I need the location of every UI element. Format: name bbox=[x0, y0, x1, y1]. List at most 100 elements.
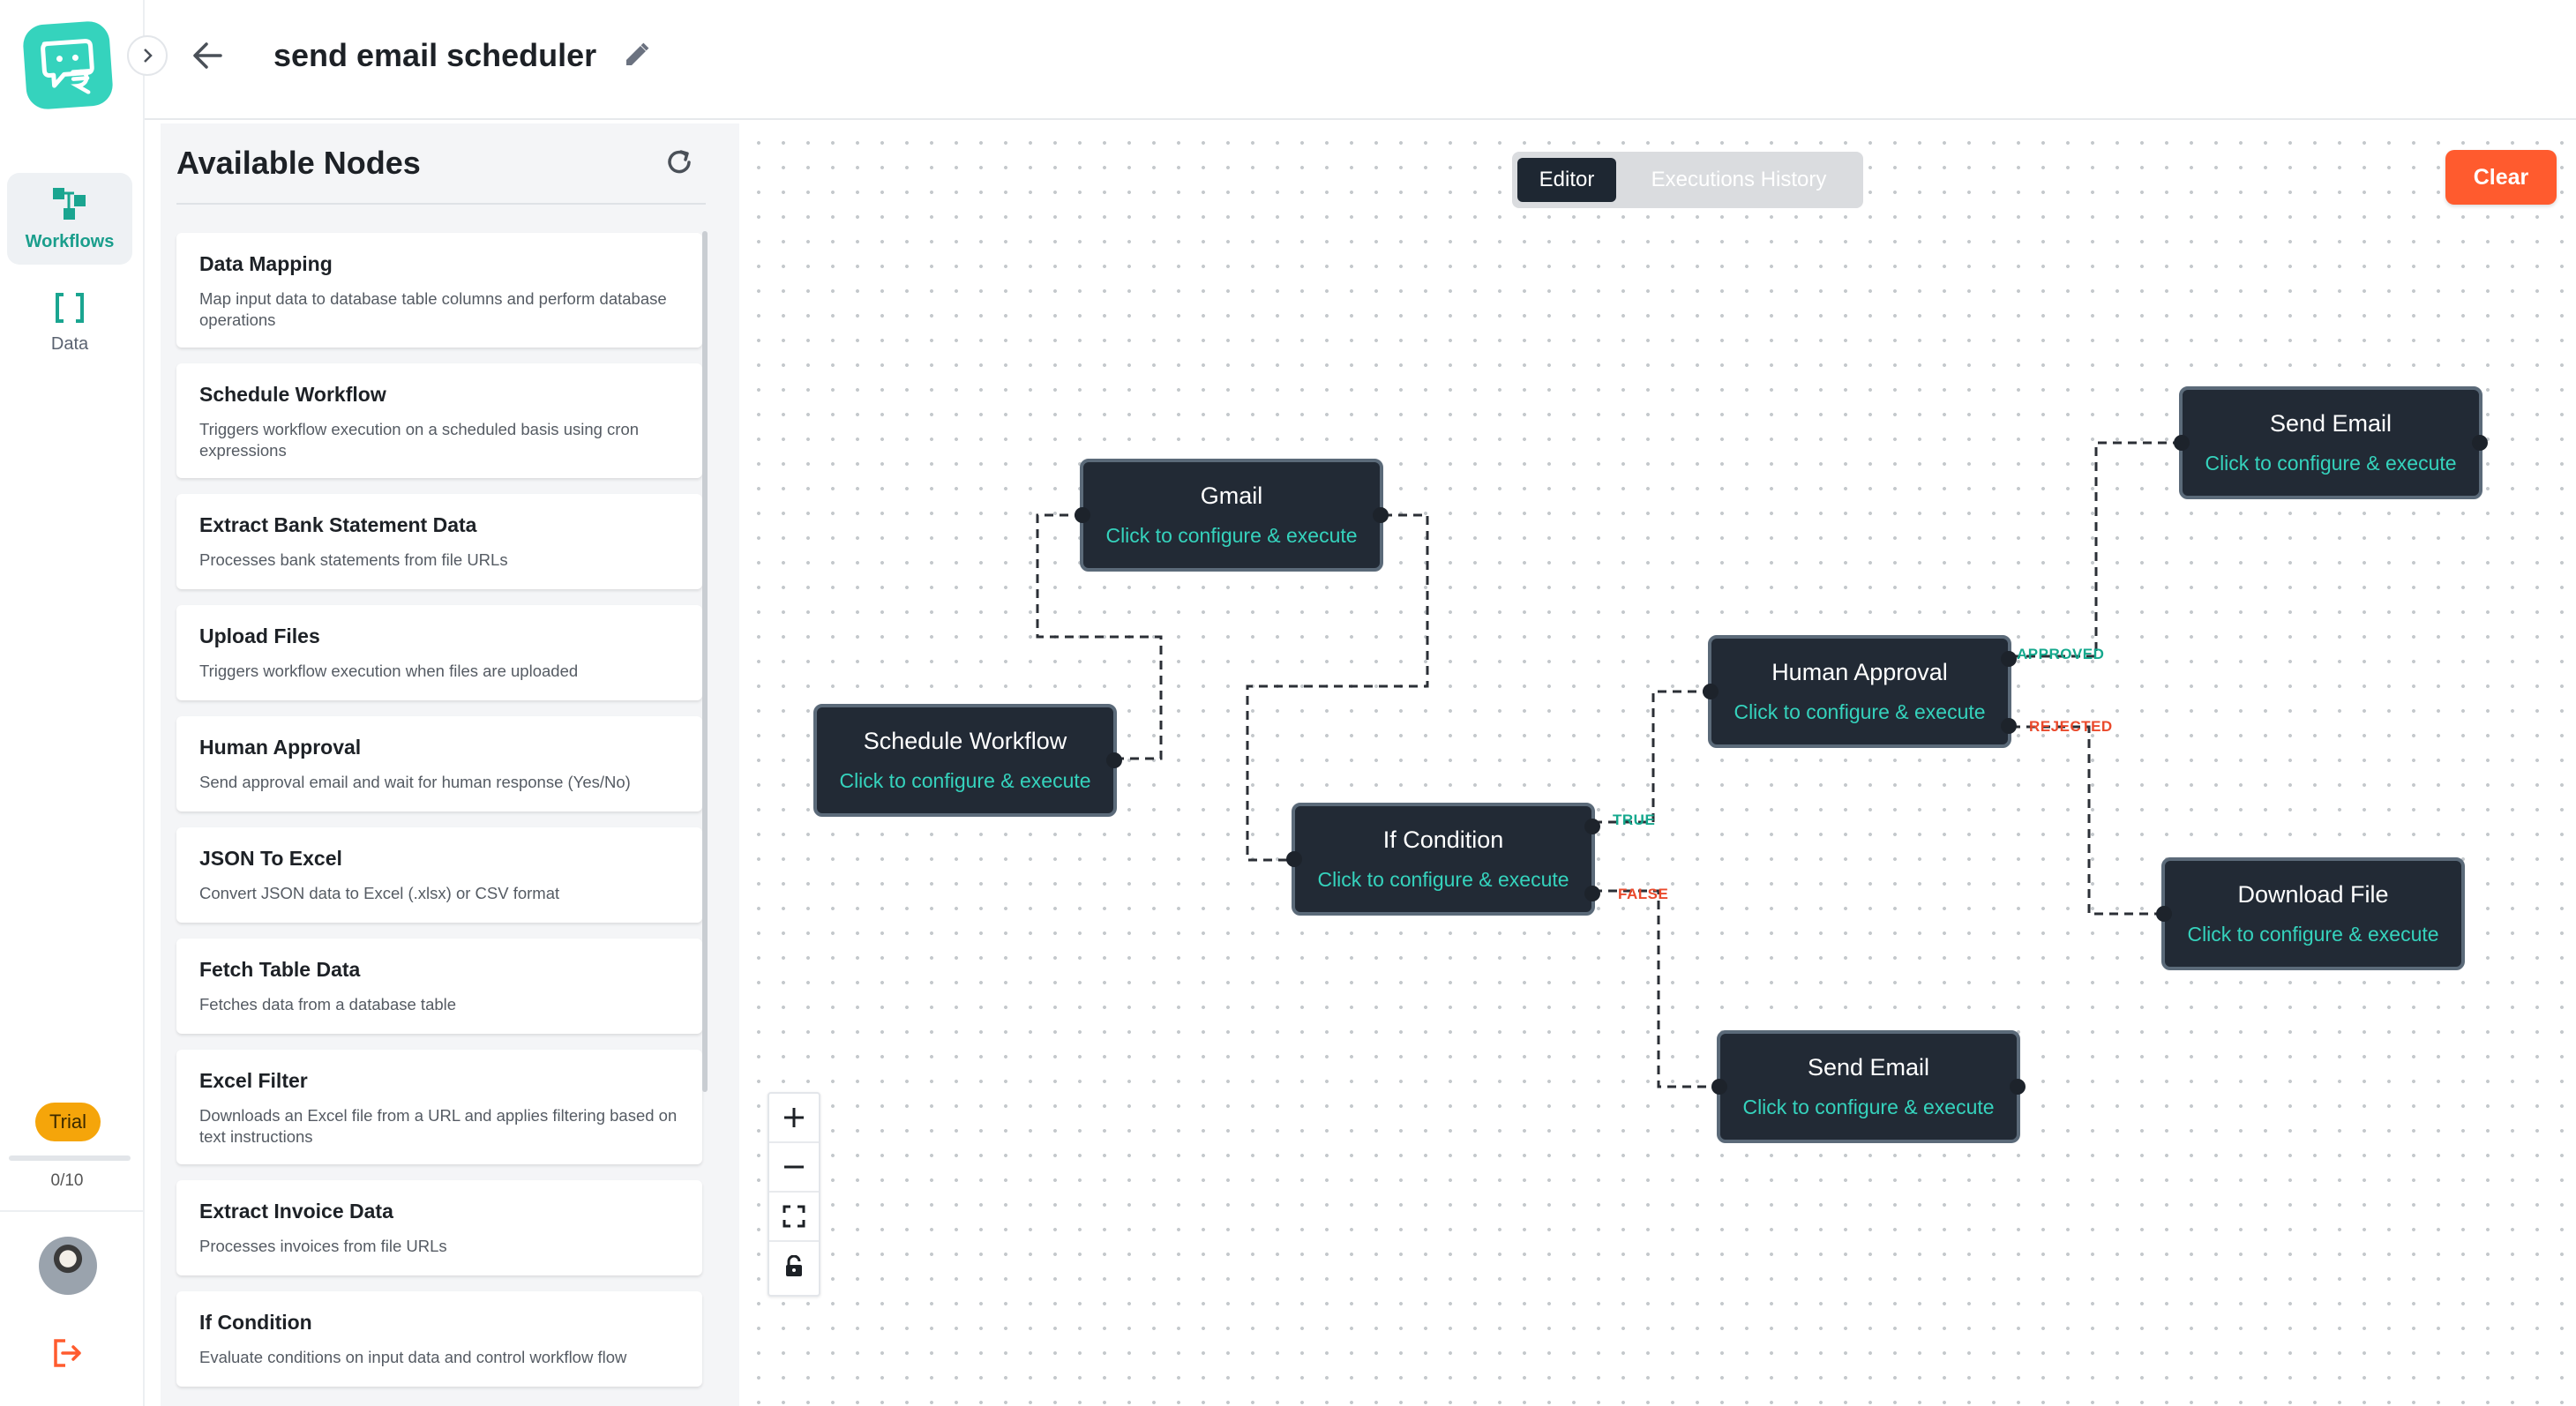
workflow-node-title: If Condition bbox=[1382, 826, 1504, 853]
pencil-icon[interactable] bbox=[621, 41, 651, 75]
rejected-output-port[interactable] bbox=[2001, 718, 2017, 734]
node-card[interactable]: Extract Invoice Data Processes invoices … bbox=[176, 1180, 702, 1275]
tab-editor[interactable]: Editor bbox=[1517, 158, 1616, 202]
workflow-node-title: Send Email bbox=[1807, 1054, 1930, 1081]
node-card-title: Data Mapping bbox=[199, 252, 333, 275]
edge-rejected-to-download bbox=[2011, 725, 2161, 916]
node-card-title: Extract Invoice Data bbox=[199, 1200, 393, 1223]
workflow-node-schedule-workflow[interactable]: Schedule Workflow Click to configure & e… bbox=[813, 704, 1122, 817]
zoom-in-button[interactable] bbox=[769, 1094, 819, 1143]
node-card-title: If Condition bbox=[199, 1311, 312, 1334]
panel-title: Available Nodes bbox=[176, 145, 421, 181]
node-card-description: Triggers workflow execution on a schedul… bbox=[199, 420, 640, 460]
node-card-description: Fetches data from a database table bbox=[199, 995, 457, 1013]
logout-icon[interactable] bbox=[51, 1337, 83, 1373]
app-logo[interactable] bbox=[21, 19, 115, 111]
rail-item-label: Data bbox=[50, 333, 89, 354]
edge-label-approved: APPROVED bbox=[2017, 646, 2105, 662]
workflow-node-subtitle: Click to configure & execute bbox=[839, 769, 1091, 792]
node-card-description: Processes bank statements from file URLs bbox=[199, 550, 508, 569]
input-port[interactable] bbox=[2174, 435, 2190, 451]
scrollbar[interactable] bbox=[702, 231, 708, 1092]
trial-count: 0/10 bbox=[50, 1171, 84, 1190]
node-card[interactable]: JSON To Excel Convert JSON data to Excel… bbox=[176, 827, 702, 923]
output-port[interactable] bbox=[1373, 507, 1389, 523]
input-port[interactable] bbox=[1286, 851, 1302, 867]
logo-icon bbox=[41, 39, 94, 94]
node-card[interactable]: Data Mapping Map input data to database … bbox=[176, 233, 702, 348]
avatar[interactable] bbox=[39, 1237, 97, 1295]
node-card-description: Map input data to database table columns… bbox=[199, 289, 667, 329]
minus-icon bbox=[784, 1165, 804, 1169]
edge-approved-to-send-email bbox=[2011, 441, 2179, 658]
back-arrow-icon[interactable] bbox=[191, 39, 224, 77]
edge-label-rejected: REJECTED bbox=[2029, 718, 2113, 735]
node-list: Data Mapping Map input data to database … bbox=[176, 233, 702, 1402]
workflow-node-human-approval[interactable]: Human Approval Click to configure & exec… bbox=[1703, 635, 2017, 748]
input-port[interactable] bbox=[2156, 906, 2172, 922]
workflow-node-subtitle: Click to configure & execute bbox=[1317, 868, 1569, 891]
node-card[interactable]: Human Approval Send approval email and w… bbox=[176, 716, 702, 811]
false-output-port[interactable] bbox=[1584, 886, 1600, 901]
edge-label-true: TRUE bbox=[1613, 811, 1656, 828]
input-port[interactable] bbox=[1703, 684, 1719, 699]
node-card-description: Downloads an Excel file from a URL and a… bbox=[199, 1106, 678, 1146]
zoom-out-button[interactable] bbox=[769, 1143, 819, 1193]
refresh-icon[interactable] bbox=[663, 146, 695, 183]
trial-progress-bar bbox=[9, 1155, 131, 1161]
node-card[interactable]: Fetch Table Data Fetches data from a dat… bbox=[176, 939, 702, 1034]
workflow-node-subtitle: Click to configure & execute bbox=[2187, 923, 2439, 946]
output-port[interactable] bbox=[2472, 435, 2488, 451]
workflow-node-send-email-bottom[interactable]: Send Email Click to configure & execute bbox=[1711, 1030, 2026, 1143]
workflow-node-download-file[interactable]: Download File Click to configure & execu… bbox=[2156, 857, 2465, 970]
rail-item-data[interactable]: Data bbox=[7, 277, 132, 369]
plus-icon bbox=[784, 1108, 804, 1127]
view-tabs: Editor Executions History bbox=[1512, 152, 1863, 208]
node-card[interactable]: If Condition Evaluate conditions on inpu… bbox=[176, 1291, 702, 1387]
node-card[interactable]: Extract Bank Statement Data Processes ba… bbox=[176, 494, 702, 589]
node-card-description: Evaluate conditions on input data and co… bbox=[199, 1348, 627, 1366]
fullscreen-icon bbox=[783, 1205, 805, 1228]
approved-output-port[interactable] bbox=[2001, 651, 2017, 667]
rail-item-workflows[interactable]: Workflows bbox=[7, 173, 132, 265]
fit-view-button[interactable] bbox=[769, 1193, 819, 1242]
workflow-node-if-condition[interactable]: If Condition Click to configure & execut… bbox=[1286, 803, 1600, 916]
lock-button[interactable] bbox=[769, 1242, 819, 1291]
edge-true-to-approval bbox=[1593, 690, 1717, 824]
input-port[interactable] bbox=[1075, 507, 1090, 523]
workflow-node-gmail[interactable]: Gmail Click to configure & execute bbox=[1075, 459, 1389, 572]
zoom-controls bbox=[768, 1092, 820, 1297]
top-bar: send email scheduler bbox=[145, 0, 2576, 120]
workflow-node-subtitle: Click to configure & execute bbox=[1105, 524, 1358, 547]
rail-item-label: Workflows bbox=[25, 231, 115, 251]
node-card[interactable]: Upload Files Triggers workflow execution… bbox=[176, 605, 702, 700]
left-rail: Workflows Data Trial 0/10 bbox=[0, 0, 145, 1406]
collapse-sidebar-button[interactable] bbox=[127, 35, 168, 76]
workflow-node-subtitle: Click to configure & execute bbox=[1734, 700, 1986, 723]
divider bbox=[0, 1210, 145, 1212]
lock-icon bbox=[786, 1255, 802, 1276]
node-card-title: Upload Files bbox=[199, 624, 320, 647]
output-port[interactable] bbox=[1106, 752, 1122, 768]
node-card[interactable]: Excel Filter Downloads an Excel file fro… bbox=[176, 1050, 702, 1164]
output-port[interactable] bbox=[2010, 1079, 2026, 1095]
workflow-node-title: Send Email bbox=[2269, 410, 2393, 437]
workflow-node-title: Human Approval bbox=[1771, 659, 1948, 685]
tab-executions-history[interactable]: Executions History bbox=[1651, 168, 1827, 191]
clear-button[interactable]: Clear bbox=[2445, 150, 2557, 205]
node-card-title: Human Approval bbox=[199, 736, 362, 759]
workflow-node-title: Download File bbox=[2237, 881, 2389, 908]
edge-gmail-to-if bbox=[1246, 513, 1429, 862]
chevron-right-icon bbox=[144, 49, 153, 63]
true-output-port[interactable] bbox=[1584, 819, 1600, 834]
workflow-node-send-email-top[interactable]: Send Email Click to configure & execute bbox=[2174, 386, 2488, 499]
workflow-node-subtitle: Click to configure & execute bbox=[2205, 452, 2457, 475]
node-card-title: Fetch Table Data bbox=[199, 958, 361, 981]
workflow-canvas[interactable]: TRUE FALSE APPROVED REJECTED Gmail Click… bbox=[739, 122, 2576, 1406]
node-card-title: Excel Filter bbox=[199, 1069, 308, 1092]
workflow-node-subtitle: Click to configure & execute bbox=[1742, 1096, 1995, 1118]
input-port[interactable] bbox=[1711, 1079, 1727, 1095]
trial-badge[interactable]: Trial bbox=[35, 1103, 101, 1141]
node-card[interactable]: Schedule Workflow Triggers workflow exec… bbox=[176, 363, 702, 478]
node-card-description: Convert JSON data to Excel (.xlsx) or CS… bbox=[199, 884, 560, 902]
